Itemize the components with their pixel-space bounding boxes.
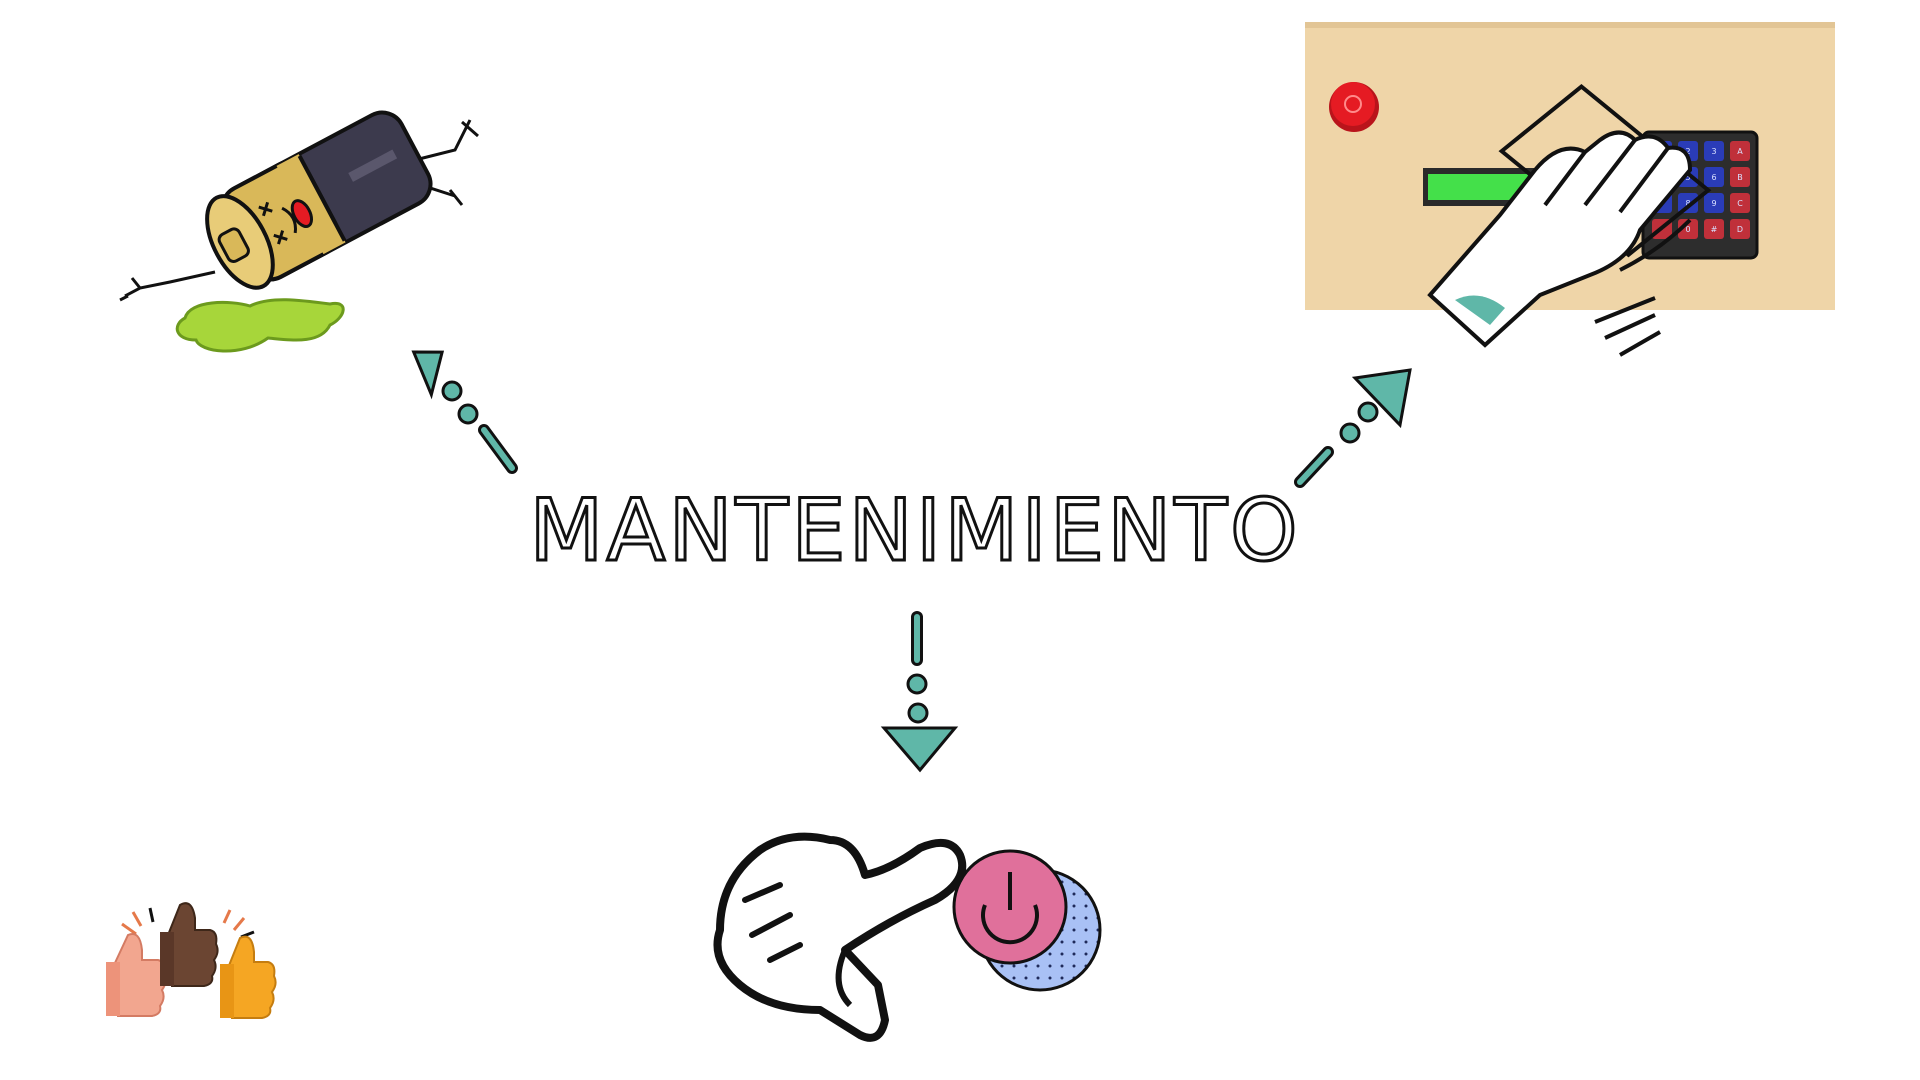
- keypad-key-label: A: [1737, 147, 1743, 156]
- keypad-key-label: 2: [1685, 147, 1690, 156]
- keypad-key: [1730, 193, 1750, 213]
- page-title: MANTENIMIENTO: [528, 481, 1301, 581]
- keypad-key: [1678, 193, 1698, 213]
- keypad-key: [1704, 219, 1724, 239]
- dead-battery-icon: [119, 110, 479, 353]
- keypad-key: [1730, 141, 1750, 161]
- keypad-key-label: 6: [1711, 173, 1716, 182]
- thumbs-up-icon: [106, 902, 277, 1019]
- keypad-key-label: #: [1711, 225, 1718, 234]
- keypad-key: [1730, 219, 1750, 239]
- arrow-to-panel: [1294, 368, 1412, 488]
- keypad-key-label: 3: [1711, 147, 1716, 156]
- keypad-key-label: D: [1737, 225, 1743, 234]
- keypad-key-label: 0: [1685, 225, 1690, 234]
- arrow-to-power: [880, 611, 959, 773]
- keypad-key: [1704, 193, 1724, 213]
- keypad-key-label: B: [1737, 173, 1743, 182]
- arrow-to-battery: [411, 350, 518, 474]
- press-power-button-icon: [713, 832, 1102, 1042]
- keypad-key: [1704, 167, 1724, 187]
- keypad-key: [1730, 167, 1750, 187]
- keypad-key-label: C: [1737, 199, 1743, 208]
- cleaning-panel-icon: 123A456B789C*0#D: [1305, 22, 1835, 357]
- keypad-key-label: 8: [1685, 199, 1690, 208]
- keypad-key: [1704, 141, 1724, 161]
- keypad-key-label: 9: [1711, 199, 1716, 208]
- keypad-key-label: 5: [1685, 173, 1690, 182]
- keypad-key: [1678, 219, 1698, 239]
